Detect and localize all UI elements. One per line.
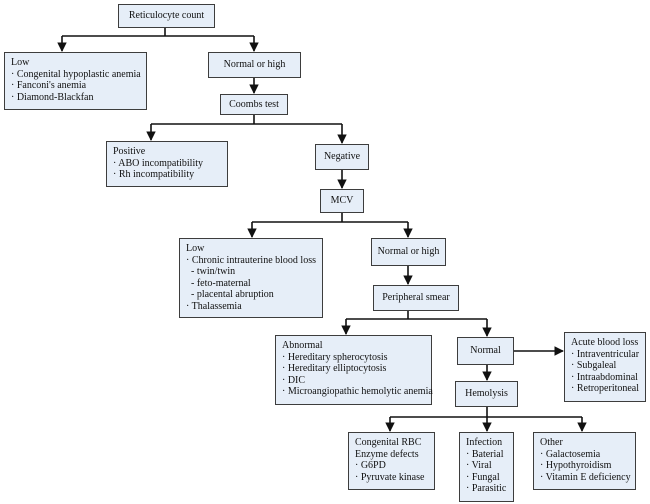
node-heading: Positive [113, 146, 146, 157]
node-negative: Negative [315, 144, 369, 170]
list-item: · Galactosemia [540, 448, 601, 460]
node-mcv: MCV [320, 189, 364, 213]
list-item: · Fanconi's anemia [11, 80, 87, 91]
node-label: Hemolysis [465, 388, 508, 400]
list-item: · Intraabdominal [571, 371, 638, 383]
list-item: · Rh incompatibility [113, 169, 195, 180]
list-item: · Retroperitoneal [571, 383, 640, 394]
list-item: · Thalassemia [186, 300, 242, 312]
list-item: · Viral [466, 460, 492, 471]
node-reticulocyte-count: Reticulocyte count [118, 4, 215, 28]
node-acute-blood-loss: Acute blood loss · Intraventricular · Su… [564, 332, 646, 402]
node-label: Normal or high [223, 59, 286, 71]
node-low-reticulocyte: Low · Congenital hypoplastic anemia · Fa… [4, 52, 147, 110]
list-item: · Hypothyroidism [540, 460, 612, 471]
node-label: Reticulocyte count [128, 10, 205, 22]
node-heading: Low [186, 243, 205, 254]
list-item: · G6PD [355, 460, 386, 471]
list-item: · Diamond-Blackfan [11, 91, 94, 103]
list-item: - placental abruption [191, 289, 274, 300]
list-item: · Parasitic [466, 483, 507, 494]
list-item: · Fungal [466, 471, 500, 483]
node-heading: Abnormal [282, 340, 323, 351]
list-item: · Intraventricular [571, 348, 640, 360]
list-item: · Hereditary spherocytosis [282, 351, 388, 363]
node-infection: Infection · Baterial · Viral · Fungal · … [459, 432, 514, 502]
list-item: - feto-maternal [191, 277, 251, 289]
node-hemolysis: Hemolysis [455, 381, 518, 407]
list-item: · ABO incompatibility [113, 157, 203, 169]
node-coombs-test: Coombs test [220, 94, 288, 115]
node-abnormal: Abnormal · Hereditary spherocytosis · He… [275, 335, 433, 405]
node-label: Peripheral smear [382, 292, 450, 304]
list-item: · Vitamin E deficiency [540, 471, 631, 483]
node-heading: Congenital RBC [355, 437, 422, 448]
node-peripheral-smear: Peripheral smear [373, 285, 459, 311]
node-label: Normal [470, 345, 501, 357]
node-heading: Low [11, 57, 30, 68]
list-item: · Subgaleal [571, 360, 617, 371]
node-label: Coombs test [229, 98, 279, 110]
node-mcv-low: Low · Chronic intrauterine blood loss - … [179, 238, 323, 318]
list-item: · DIC [282, 374, 306, 386]
node-label: Normal or high [377, 246, 440, 258]
list-item: · Congenital hypoplastic anemia [11, 68, 141, 80]
node-other: Other · Galactosemia · Hypothyroidism · … [533, 432, 636, 490]
node-congenital-rbc: Congenital RBC Enzyme defects · G6PD · P… [348, 432, 435, 490]
node-heading: Acute blood loss [571, 337, 639, 348]
list-item: · Baterial [466, 448, 504, 460]
node-normal-or-high: Normal or high [208, 52, 301, 78]
node-heading-line2: Enzyme defects [355, 448, 419, 460]
node-heading: Other [540, 437, 563, 448]
node-normal: Normal [457, 337, 514, 365]
node-label: MCV [330, 195, 354, 207]
node-heading: Infection [466, 437, 503, 448]
list-item: · Chronic intrauterine blood loss [186, 254, 316, 266]
list-item: - twin/twin [191, 266, 236, 277]
node-positive: Positive · ABO incompatibility · Rh inco… [106, 141, 228, 187]
node-label: Negative [323, 151, 361, 163]
list-item: · Hereditary elliptocytosis [282, 363, 387, 374]
node-normal-or-high-mcv: Normal or high [371, 238, 446, 266]
list-item: · Pyruvate kinase [355, 471, 425, 483]
list-item: · Microangiopathic hemolytic anemia [282, 386, 433, 397]
